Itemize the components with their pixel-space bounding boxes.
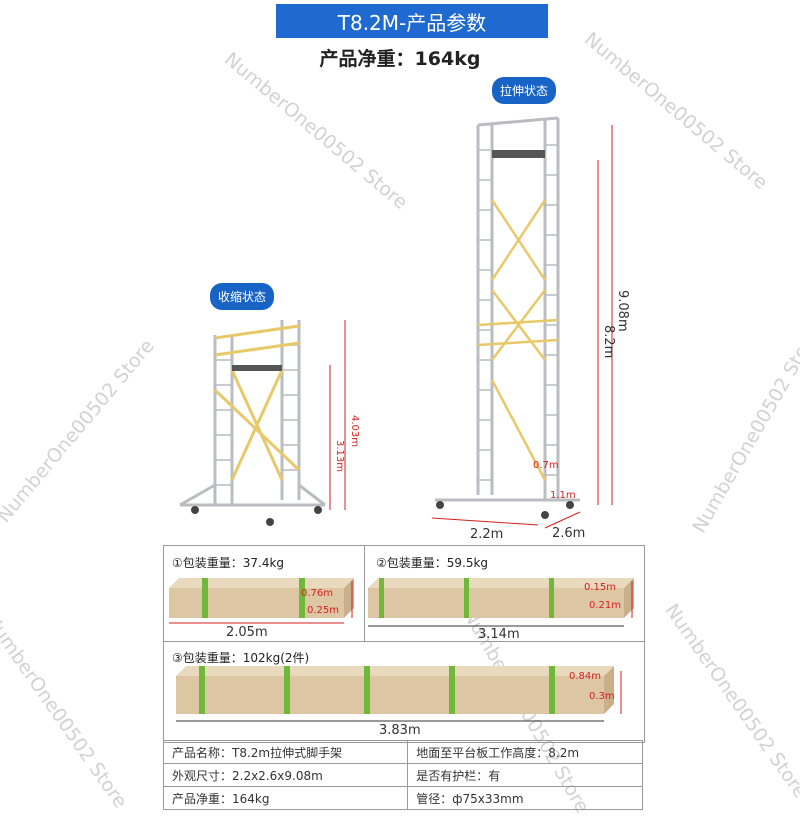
- table-row: 外观尺寸：2.2x2.6x9.08m 是否有护栏：有: [162, 763, 643, 787]
- extended-dim-a: 0.7m: [533, 460, 559, 471]
- extended-dim-b: 1.1m: [550, 490, 576, 501]
- package-2-width: 0.15m: [584, 582, 616, 593]
- package-3-length: 3.83m: [379, 723, 421, 738]
- net-weight-text: 产品净重：164kg: [319, 48, 481, 70]
- package-boxes: 2.05m 0.76m 0.25m 3.14m 0.15m 0.21m: [169, 578, 634, 738]
- spec-cell: 管径：ф75x33mm: [407, 786, 643, 810]
- extended-total-height: 9.08m: [615, 290, 630, 332]
- watermark: NumberOne00502 Store: [660, 599, 800, 803]
- package-1-box: 2.05m 0.76m 0.25m: [169, 578, 354, 640]
- page-title: T8.2M-产品参数: [337, 10, 487, 35]
- collapsed-platform-height: 3.13m: [334, 440, 345, 472]
- spec-cell: 产品名称：T8.2m拉伸式脚手架: [162, 740, 409, 764]
- watermark: NumberOne00502 Store: [0, 609, 132, 813]
- package-2-label: ②包装重量：59.5kg: [376, 556, 489, 570]
- extended-scaffold: [435, 116, 580, 502]
- packaging-section: ①包装重量：37.4kg ②包装重量：59.5kg ③包装重量：102kg(2件…: [163, 545, 645, 743]
- package-3-box: 3.83m 0.84m 0.3m: [176, 666, 622, 738]
- package-3-height: 0.3m: [589, 691, 615, 702]
- package-1-height: 0.25m: [307, 605, 339, 616]
- extended-width: 2.2m: [470, 527, 503, 542]
- extended-state-badge: 拉伸状态: [492, 77, 557, 104]
- package-3-width: 0.84m: [569, 671, 601, 682]
- collapsed-state-badge: 收缩状态: [210, 283, 275, 310]
- table-row: 产品净重：164kg 管径：ф75x33mm: [162, 786, 643, 810]
- package-2-box: 3.14m 0.15m 0.21m: [368, 578, 634, 642]
- spec-cell: 外观尺寸：2.2x2.6x9.08m: [162, 763, 409, 787]
- spec-cell: 地面至平台板工作高度：8.2m: [407, 740, 643, 764]
- extended-depth: 2.6m: [552, 526, 585, 541]
- title-banner: T8.2M-产品参数: [276, 4, 548, 38]
- package-2-length: 3.14m: [478, 627, 520, 642]
- package-1-length: 2.05m: [226, 625, 268, 640]
- package-2-height: 0.21m: [589, 600, 621, 611]
- package-3-label: ③包装重量：102kg(2件): [172, 651, 310, 665]
- spec-cell: 产品净重：164kg: [162, 786, 409, 810]
- spec-table: 产品名称：T8.2m拉伸式脚手架 地面至平台板工作高度：8.2m 外观尺寸：2.…: [162, 740, 643, 810]
- package-1-label: ①包装重量：37.4kg: [172, 556, 285, 570]
- collapsed-total-height: 4.03m: [349, 415, 360, 447]
- package-1-width: 0.76m: [301, 588, 333, 599]
- table-row: 产品名称：T8.2m拉伸式脚手架 地面至平台板工作高度：8.2m: [162, 740, 643, 764]
- extended-platform-height: 8.2m: [601, 325, 616, 358]
- spec-cell: 是否有护栏：有: [407, 763, 643, 787]
- scaffold-illustration: 4.03m 3.13m: [179, 116, 630, 542]
